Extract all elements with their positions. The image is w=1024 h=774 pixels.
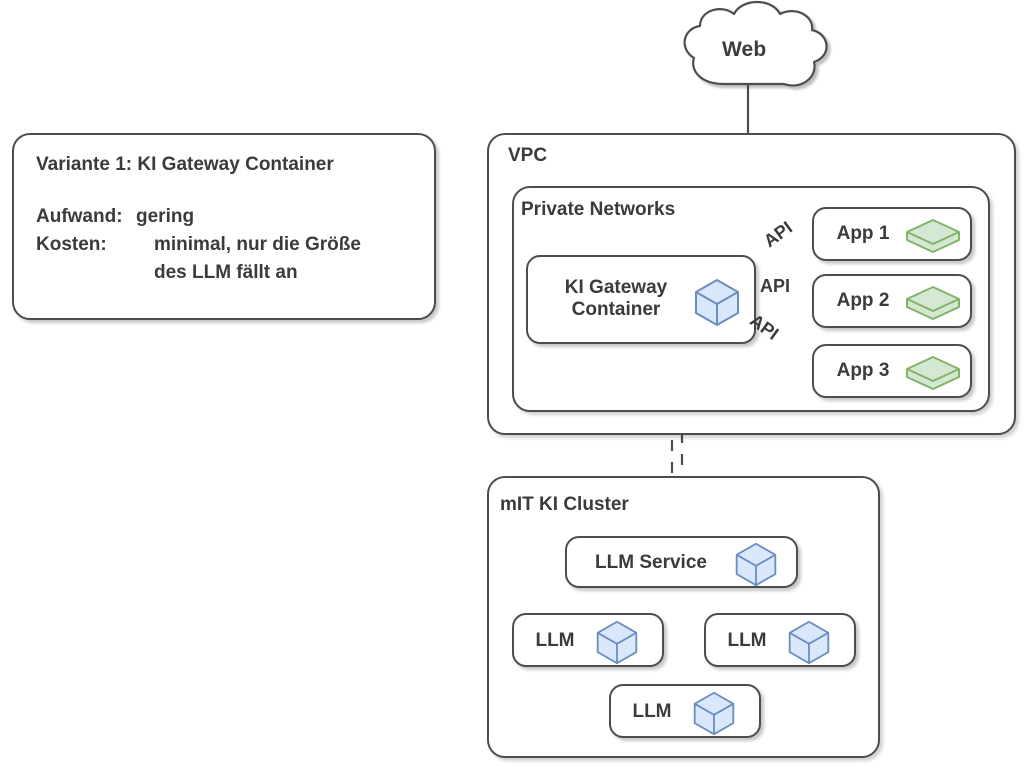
legend-panel: Variante 1: KI Gateway Container Aufwand… [12,133,436,320]
blue-cube-icon [596,620,638,665]
app-2-node[interactable]: App 2 [812,274,972,328]
llm-node-1[interactable]: LLM [512,613,664,667]
green-slab-icon [906,219,960,253]
ki-gateway-container-label: KI Gateway Container [564,277,668,321]
vpc-title: VPC [508,145,548,166]
llm-node-2[interactable]: LLM [609,684,761,738]
blue-cube-icon [695,279,739,326]
green-slab-icon [906,356,960,390]
cluster-title: mIT KI Cluster [500,494,629,515]
legend-value-aufwand: gering [136,206,195,227]
api-label-app2: API [760,276,791,296]
blue-cube-icon [735,542,777,587]
green-slab-icon [906,286,960,320]
app-2-label: App 2 [836,290,890,311]
app-1-label: App 1 [836,223,890,244]
blue-cube-icon [693,691,735,736]
legend-value-kosten: minimal, nur die Größe [154,234,361,255]
private-networks-title: Private Networks [521,199,676,220]
app-3-label: App 3 [836,360,890,381]
legend-heading: Variante 1: KI Gateway Container [36,154,334,175]
app-1-node[interactable]: App 1 [812,207,972,261]
llm-service-node[interactable]: LLM Service [565,536,798,588]
cloud-icon [683,1,828,87]
legend-value-kosten-cont: des LLM fällt an [154,262,298,283]
legend-term-aufwand: Aufwand: [36,206,123,227]
legend-term-kosten: Kosten: [36,234,107,255]
llm-node-3-label: LLM [727,630,767,651]
llm-service-label: LLM Service [595,552,707,573]
cloud-label: Web [722,38,767,61]
llm-node-2-label: LLM [632,701,672,722]
app-3-node[interactable]: App 3 [812,344,972,398]
llm-node-1-label: LLM [535,630,575,651]
ki-gateway-container-node[interactable]: KI Gateway Container [526,255,756,344]
llm-node-3[interactable]: LLM [704,613,856,667]
blue-cube-icon [788,620,830,665]
